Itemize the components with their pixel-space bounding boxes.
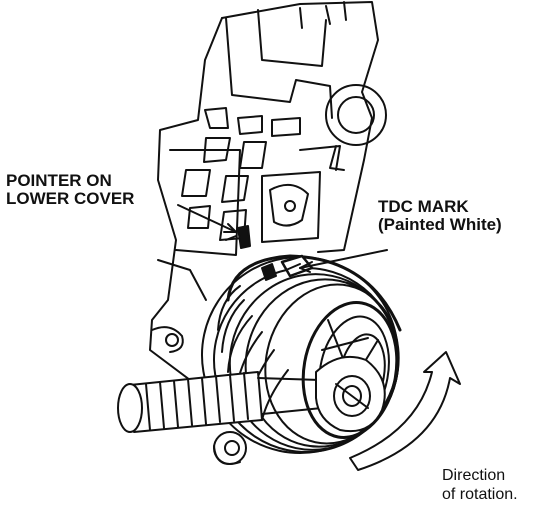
tdc-label-line1: TDC MARK	[378, 197, 469, 216]
rotation-arrow	[349, 351, 461, 471]
socket-wrench	[117, 356, 386, 465]
tdc-mark-label: TDC MARK (Painted White)	[378, 197, 502, 235]
pointer-label-line1: POINTER ON	[6, 171, 112, 190]
tdc-label-line2: (Painted White)	[378, 215, 502, 235]
timing-pointer	[225, 225, 251, 249]
direction-of-rotation-label: Direction of rotation.	[442, 466, 518, 504]
pointer-label-line2: LOWER COVER	[6, 189, 135, 209]
direction-label-line1: Direction	[442, 467, 506, 484]
direction-label-line2: of rotation.	[442, 486, 518, 504]
pointer-on-lower-cover-label: POINTER ON LOWER COVER	[6, 171, 135, 209]
engine-block	[149, 1, 387, 406]
leader-lines	[177, 204, 388, 273]
